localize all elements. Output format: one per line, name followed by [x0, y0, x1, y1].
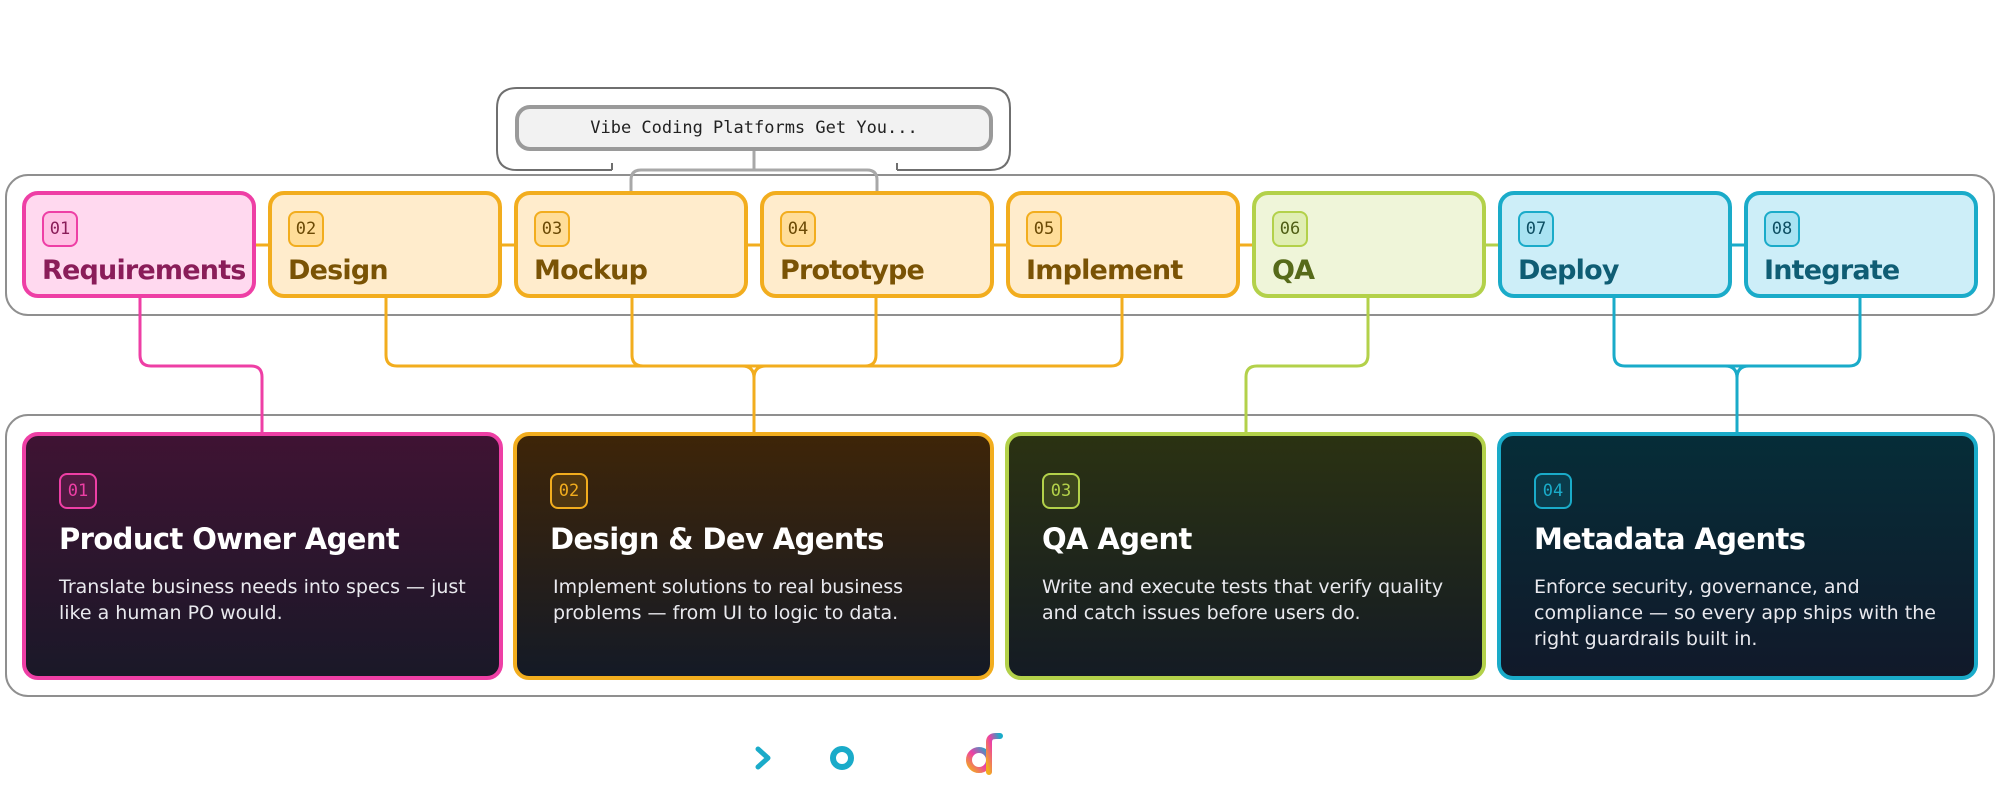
step-number: 01 [42, 211, 78, 247]
step-number: 08 [1764, 211, 1800, 247]
connector-pink [138, 298, 264, 432]
step-number: 03 [534, 211, 570, 247]
connector-amber [384, 298, 1124, 432]
step-number: 02 [288, 211, 324, 247]
step-label: Requirements [42, 255, 246, 286]
agent-description: Implement solutions to real business pro… [553, 576, 904, 624]
callout-label: Vibe Coding Platforms Get You... [515, 105, 993, 151]
chevron-right-icon [755, 746, 771, 770]
agent-number: 02 [550, 473, 588, 509]
agent-card-design-dev: 02 Design & Dev Agents Implement solutio… [513, 432, 994, 680]
step-implement: 05 Implement [1006, 191, 1240, 298]
step-number: 06 [1272, 211, 1308, 247]
step-label: Prototype [780, 255, 925, 286]
agent-description: Write and execute tests that verify qual… [1042, 576, 1444, 624]
agent-title: Design & Dev Agents [550, 522, 884, 556]
step-design: 02 Design [268, 191, 502, 298]
agent-number: 01 [59, 473, 97, 509]
step-prototype: 04 Prototype [760, 191, 994, 298]
agent-card-metadata: 04 Metadata Agents Enforce security, gov… [1497, 432, 1978, 680]
callout-text: Vibe Coding Platforms Get You... [590, 118, 918, 138]
step-label: QA [1272, 255, 1315, 286]
agent-description: Enforce security, governance, and compli… [1534, 576, 1936, 650]
step-qa: 06 QA [1252, 191, 1486, 298]
step-deploy: 07 Deploy [1498, 191, 1732, 298]
step-requirements: 01 Requirements [22, 191, 256, 298]
step-mockup: 03 Mockup [514, 191, 748, 298]
agent-number: 03 [1042, 473, 1080, 509]
step-number: 05 [1026, 211, 1062, 247]
callout-connector [629, 151, 879, 191]
step-label: Implement [1026, 255, 1183, 286]
connector-cyan [1612, 298, 1862, 432]
agent-number: 04 [1534, 473, 1572, 509]
step-number: 07 [1518, 211, 1554, 247]
step-label: Deploy [1518, 255, 1619, 286]
connector-lime [1244, 298, 1370, 432]
gradient-logo-icon [966, 733, 1003, 775]
agent-card-product-owner: 01 Product Owner Agent Translate busines… [22, 432, 503, 680]
agent-description: Translate business needs into specs — ju… [59, 576, 466, 624]
step-label: Mockup [534, 255, 648, 286]
step-label: Integrate [1764, 255, 1900, 286]
step-label: Design [288, 255, 389, 286]
ring-icon [830, 746, 854, 770]
agent-title: Product Owner Agent [59, 522, 400, 556]
agent-title: QA Agent [1042, 522, 1192, 556]
step-integrate: 08 Integrate [1744, 191, 1978, 298]
step-number: 04 [780, 211, 816, 247]
agent-title: Metadata Agents [1534, 522, 1806, 556]
agent-card-qa: 03 QA Agent Write and execute tests that… [1005, 432, 1486, 680]
